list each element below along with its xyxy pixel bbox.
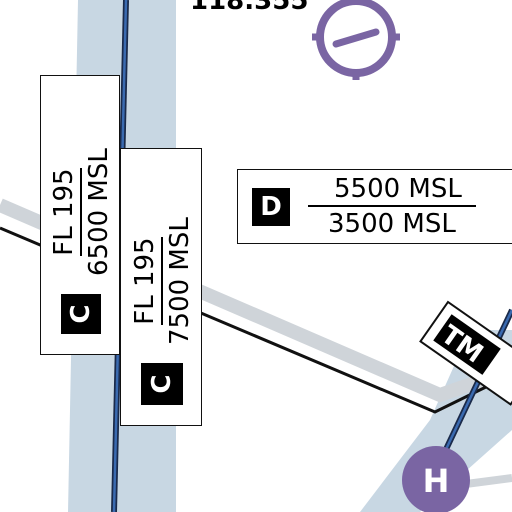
airspace-class-badge: C [141, 363, 183, 405]
heliport-icon[interactable] [402, 446, 470, 512]
partial-airspace-label: TM [419, 300, 512, 406]
airspace-class-badge: C [61, 294, 101, 334]
airspace-ceiling: FL 195 [130, 237, 163, 325]
airspace-label-box-1: C FL 195 6500 MSL [40, 75, 120, 355]
vor-compass-icon[interactable] [312, 0, 400, 80]
heliport-label: H [423, 462, 450, 500]
airspace-floor: 3500 MSL [328, 209, 456, 239]
airspace-floor: 6500 MSL [83, 148, 114, 276]
airspace-floor: 7500 MSL [164, 217, 195, 345]
victor-airway-line-diagonal-inner [438, 309, 512, 463]
airspace-ceiling: 5500 MSL [308, 176, 476, 207]
airspace-class-badge: D [252, 187, 290, 226]
class-d-label-box: D 5500 MSL 3500 MSL [237, 169, 512, 244]
airspace-ceiling: FL 195 [49, 168, 82, 256]
frequency-label: 118.355 [190, 0, 309, 16]
airspace-label-box-2: C FL 195 7500 MSL [120, 148, 202, 426]
